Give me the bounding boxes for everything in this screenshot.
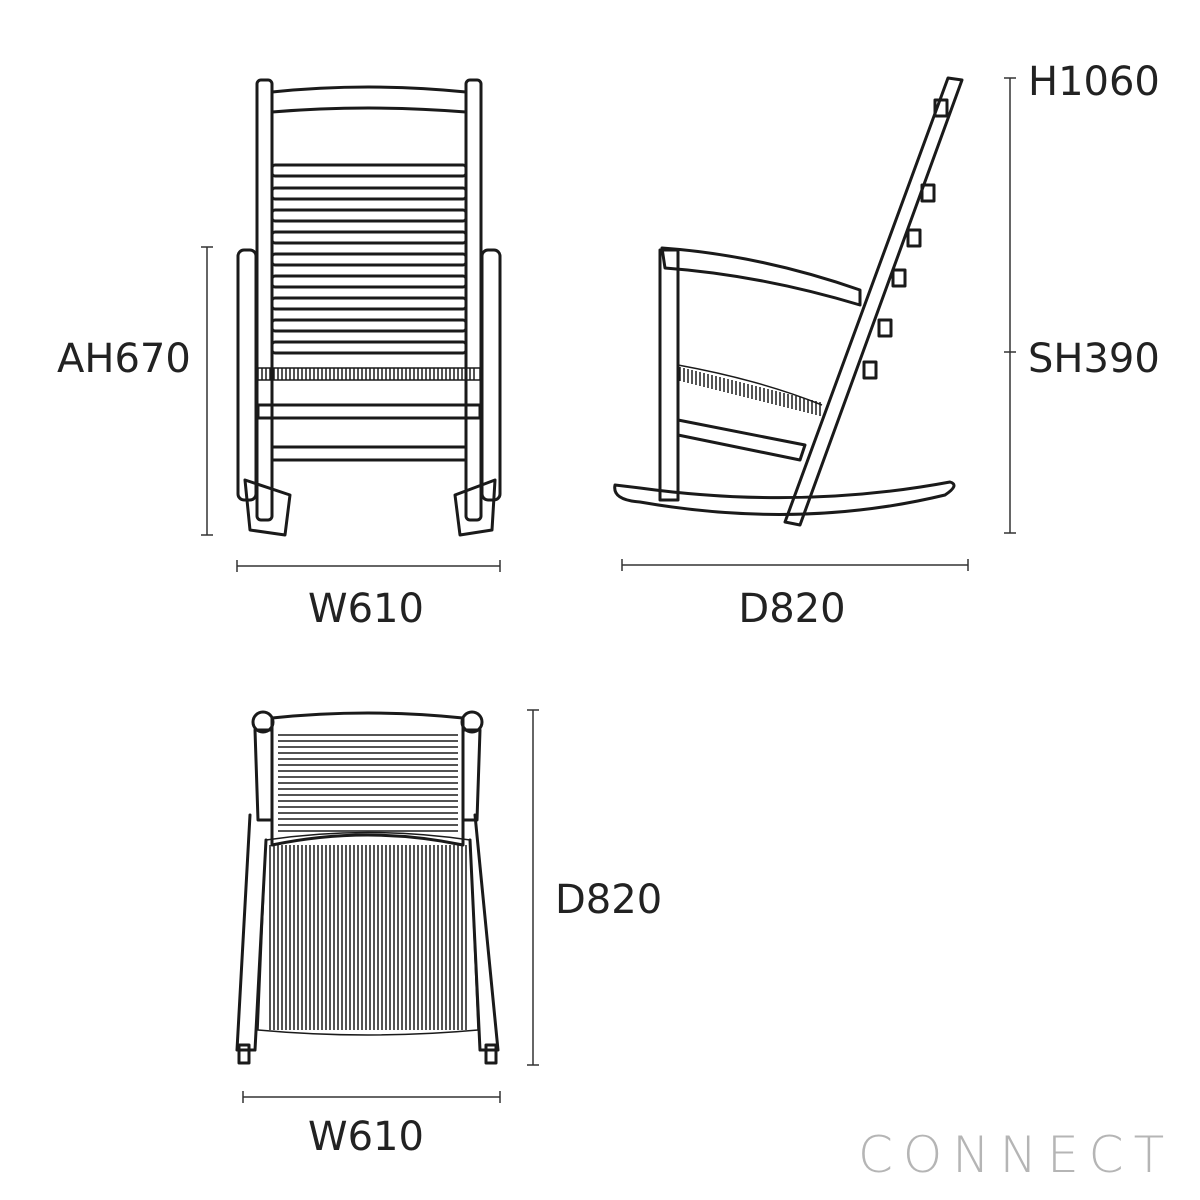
back-slat-edge xyxy=(920,183,936,203)
back-slat xyxy=(270,230,468,245)
side-height-dimension-line xyxy=(1004,77,1016,534)
front-armrest-height-label: AH670 xyxy=(57,336,191,382)
back-slat-edge xyxy=(933,98,949,118)
brand-logo: CONNECT xyxy=(858,1126,1174,1184)
back-slat xyxy=(270,163,468,178)
top-depth-label: D820 xyxy=(555,877,662,923)
front-view-drawing xyxy=(236,78,502,537)
side-view-drawing xyxy=(613,76,964,527)
back-slat xyxy=(270,186,468,201)
back-slat xyxy=(270,208,468,223)
back-slat xyxy=(270,252,468,267)
side-depth-dimension-line xyxy=(621,559,969,571)
front-width-label: W610 xyxy=(308,586,424,632)
top-width-label: W610 xyxy=(308,1114,424,1160)
back-slat-edge xyxy=(891,268,907,288)
front-width-dimension-line xyxy=(236,560,501,572)
total-height-label: H1060 xyxy=(1028,59,1160,105)
top-view-drawing xyxy=(235,710,500,1065)
top-depth-dimension-line xyxy=(527,709,539,1066)
back-slat xyxy=(270,318,468,333)
back-slat xyxy=(270,340,468,355)
back-slat-edge xyxy=(862,360,878,380)
back-slat-edge xyxy=(906,228,922,248)
front-height-dimension-line xyxy=(201,246,213,536)
back-slat xyxy=(270,274,468,289)
seat-height-label: SH390 xyxy=(1028,336,1160,382)
side-depth-label: D820 xyxy=(738,586,845,632)
top-width-dimension-line xyxy=(242,1091,501,1103)
back-slat xyxy=(270,296,468,311)
back-slat-edge xyxy=(877,318,893,338)
